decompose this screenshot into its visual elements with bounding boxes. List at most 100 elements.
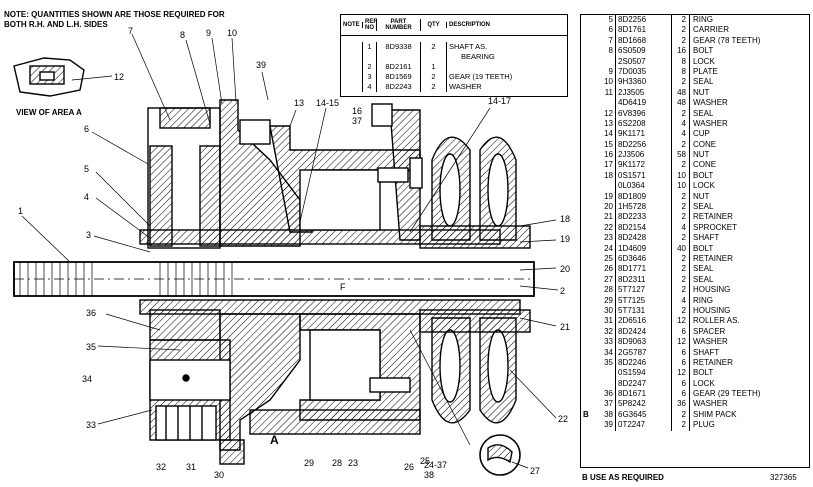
- description-cell: RETAINER: [689, 212, 809, 223]
- description-cell: PLUG: [689, 420, 809, 431]
- note-cell: [581, 98, 599, 108]
- description-cell: SHAFT: [689, 347, 809, 358]
- note-cell: [581, 129, 599, 139]
- callout-13: 13: [294, 98, 304, 108]
- ref-cell: [599, 57, 615, 67]
- callout-25: 25: [420, 456, 430, 466]
- area-a-inset: [13, 57, 85, 97]
- note-cell: [581, 275, 599, 285]
- description-cell: RETAINER: [689, 357, 809, 369]
- ref-cell: 31: [604, 316, 613, 326]
- callout-33: 33: [86, 420, 96, 430]
- leader-lines: [21, 33, 559, 469]
- note-legend: B USE AS REQUIRED: [582, 473, 664, 482]
- part-number-cell: 8D2428: [615, 233, 671, 244]
- callout-29: 29: [304, 458, 314, 468]
- lower-housing: [139, 299, 521, 451]
- ref-cell: 25: [604, 253, 613, 263]
- final-drive-sectional-drawing: 1 2 3 4 5 6 7 8 9 10 12 13 14-15 14-17 1…: [13, 26, 570, 480]
- description-cell: NUT: [689, 150, 809, 161]
- note-cell: [581, 223, 599, 233]
- description-cell: SEAL: [689, 202, 809, 213]
- note-cell: [581, 88, 599, 98]
- ref-cell: 6: [608, 25, 613, 35]
- part-number-cell: 8D1671: [615, 389, 671, 400]
- ref-cell: 8: [608, 46, 613, 56]
- ref-cell: 39: [604, 420, 613, 430]
- qty-cell: 58: [671, 150, 689, 161]
- qty-cell: 2: [671, 253, 689, 265]
- ref-cell: 24: [604, 243, 613, 253]
- callout-39: 39: [256, 60, 266, 70]
- part-number-cell: 8D2424: [615, 326, 671, 338]
- qty-cell: 2: [671, 191, 689, 203]
- ref-cell: [599, 368, 615, 378]
- qty-cell: 2: [671, 409, 689, 421]
- shaft-marker: F: [340, 282, 346, 292]
- callout-8: 8: [180, 30, 185, 40]
- qty-cell: 2: [671, 264, 689, 275]
- description-cell: RETAINER: [689, 253, 809, 265]
- ref-cell: [599, 98, 615, 108]
- note-cell: [581, 150, 599, 160]
- description-cell: CONE: [689, 139, 809, 151]
- ref-cell: 33: [604, 337, 613, 347]
- ref-cell: 28: [604, 285, 613, 295]
- qty-cell: 2: [671, 108, 689, 119]
- description-cell: WASHER: [689, 399, 809, 410]
- sprocket-lower: [419, 309, 531, 424]
- part-number-cell: 8D1809: [615, 191, 671, 203]
- part-number-cell: 7D0035: [615, 66, 671, 78]
- description-cell: WASHER: [689, 118, 809, 130]
- note-cell: [581, 316, 599, 326]
- note-cell: [581, 46, 599, 56]
- part-number-cell: 5T7127: [615, 285, 671, 296]
- part-number-cell: 2J3505: [615, 87, 671, 99]
- document-number: 327365: [770, 473, 797, 482]
- callout-28: 28: [332, 458, 342, 468]
- description-cell: SHAFT: [689, 233, 809, 244]
- part-number-cell: 2J3506: [615, 150, 671, 161]
- part-number-cell: 0T2247: [615, 420, 671, 431]
- qty-cell: 8: [671, 56, 689, 67]
- callout-18: 18: [560, 214, 570, 224]
- ref-cell: 9: [608, 66, 613, 76]
- note-cell: B: [583, 409, 589, 419]
- callout-24-37: 24-37: [424, 460, 447, 470]
- callout-3: 3: [86, 230, 91, 240]
- ref-cell: 30: [604, 305, 613, 315]
- note-cell: [581, 254, 599, 264]
- note-cell: [581, 192, 599, 202]
- part-number-cell: 0S1594: [615, 368, 671, 379]
- view-of-area-a-label: VIEW OF AREA A: [16, 108, 82, 117]
- note-cell: [581, 348, 599, 358]
- header-desc: DESCRIPTION: [449, 22, 491, 28]
- ref-cell: 26: [604, 264, 613, 274]
- qty-cell: 2: [671, 212, 689, 223]
- part-number-cell: 1D4609: [615, 243, 671, 254]
- qty-cell: 2: [671, 420, 689, 431]
- header-qty: QTY: [421, 22, 447, 28]
- qty-cell: 2: [671, 285, 689, 296]
- callout-2: 2: [560, 286, 565, 296]
- note-cell: [581, 77, 599, 87]
- note-cell: [581, 140, 599, 150]
- callout-23: 23: [348, 458, 358, 468]
- description-cell: HOUSING: [689, 285, 809, 296]
- ref-cell: 16: [604, 150, 613, 160]
